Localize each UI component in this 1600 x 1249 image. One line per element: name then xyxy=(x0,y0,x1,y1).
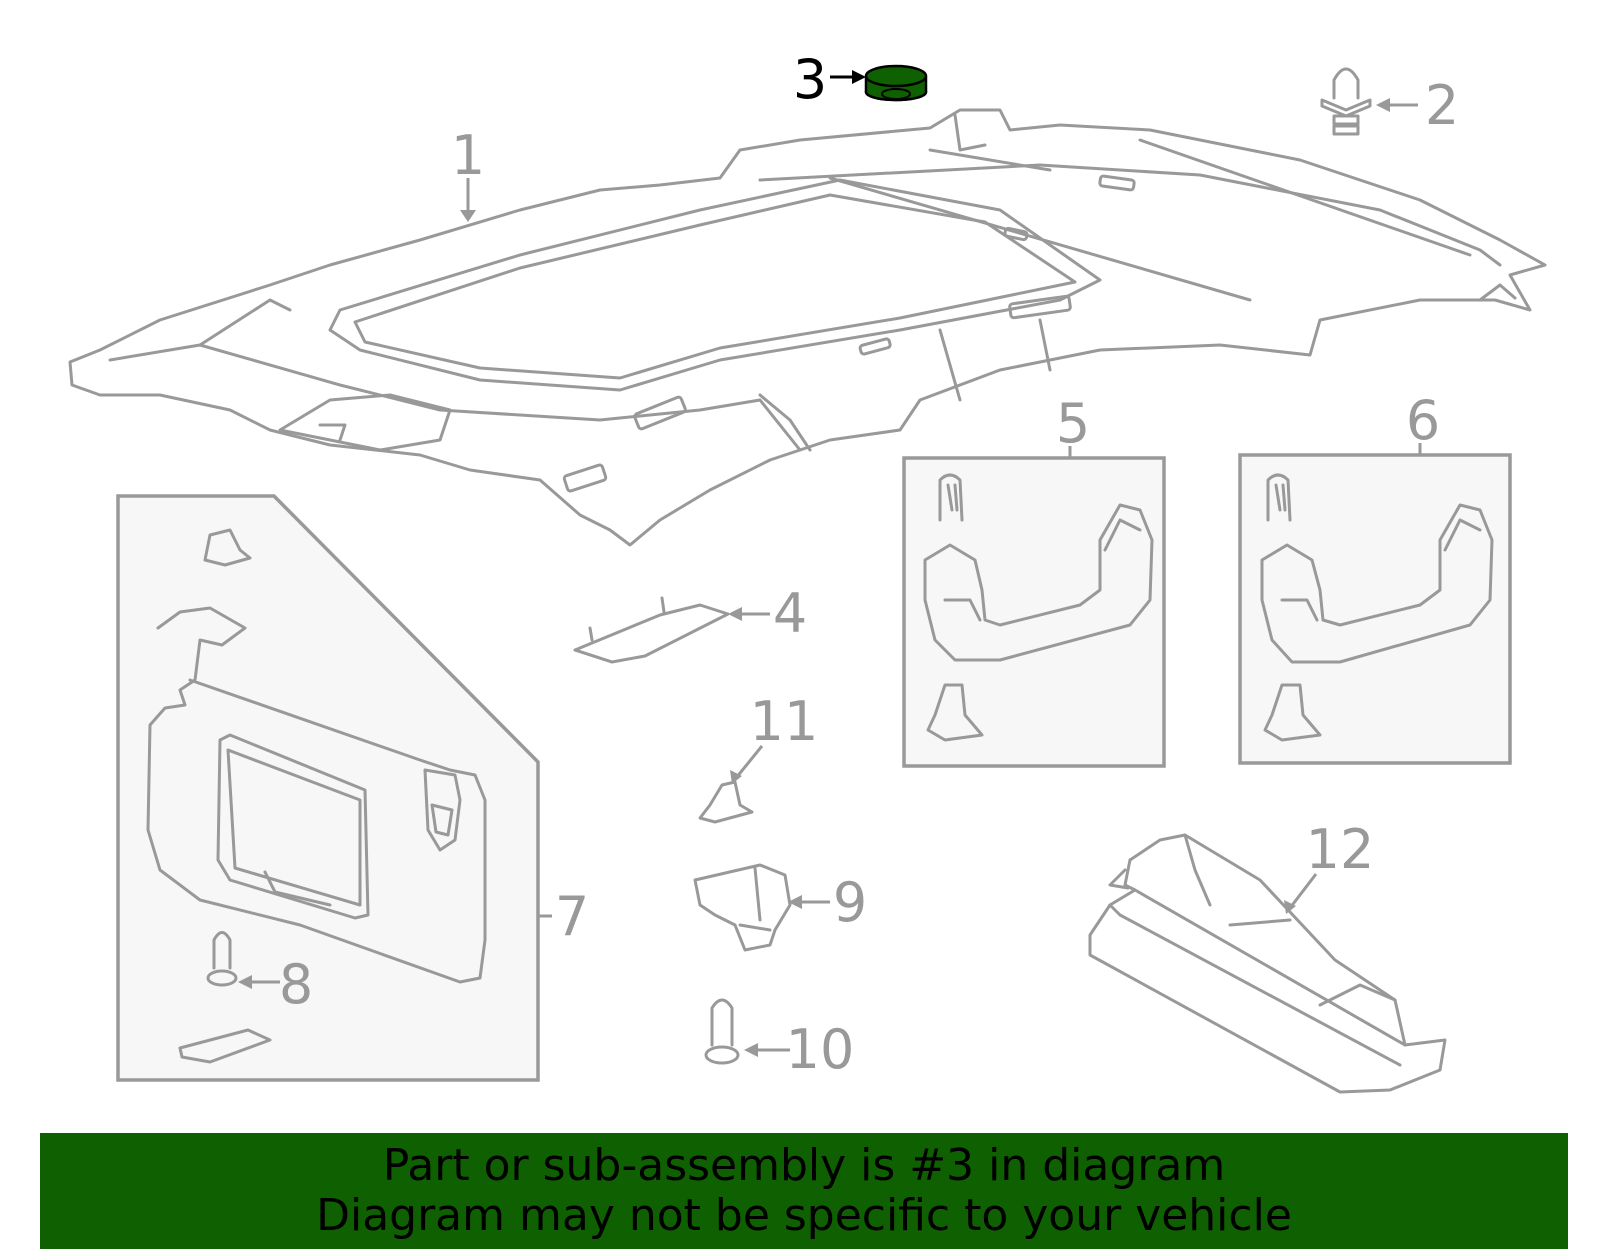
leader-4-arrowhead xyxy=(728,607,742,621)
callout-10[interactable]: 10 xyxy=(786,1018,855,1081)
callout-4[interactable]: 4 xyxy=(773,582,807,645)
panel-6 xyxy=(1238,453,1512,765)
banner-line-2: Diagram may not be specific to your vehi… xyxy=(316,1190,1292,1241)
panel-5 xyxy=(902,456,1166,768)
callout-3[interactable]: 3 xyxy=(793,48,827,111)
pin-part-8[interactable] xyxy=(206,931,238,987)
callout-5[interactable]: 5 xyxy=(1056,392,1090,455)
banner-line-1: Part or sub-assembly is #3 in diagram xyxy=(382,1140,1226,1191)
callout-9[interactable]: 9 xyxy=(833,871,867,934)
leader-12 xyxy=(1288,873,1318,909)
callout-1[interactable]: 1 xyxy=(451,124,485,187)
leader-1-arrowhead xyxy=(460,210,476,222)
headliner-part[interactable] xyxy=(68,108,1547,547)
callout-8[interactable]: 8 xyxy=(279,953,313,1016)
pin-part-10[interactable] xyxy=(704,998,740,1065)
cover-part-4[interactable] xyxy=(573,596,730,664)
plug-part-3[interactable] xyxy=(864,64,928,102)
leader-10-arrowhead xyxy=(744,1043,758,1057)
callout-6[interactable]: 6 xyxy=(1406,389,1440,452)
leader-8-arrowhead xyxy=(238,975,252,989)
leader-2-arrowhead xyxy=(1376,98,1390,112)
callout-11[interactable]: 11 xyxy=(750,690,819,753)
grab-handle-part-6[interactable] xyxy=(1260,473,1494,742)
callout-7[interactable]: 7 xyxy=(555,885,589,948)
leader-3-arrowhead xyxy=(852,70,866,84)
bracket-part-9[interactable] xyxy=(693,863,792,952)
callout-2[interactable]: 2 xyxy=(1425,74,1459,137)
sun-visor-part-7[interactable] xyxy=(146,528,487,984)
leader-11 xyxy=(734,745,764,779)
visor-clip-plate xyxy=(178,1028,272,1064)
grab-handle-part-5[interactable] xyxy=(923,473,1154,742)
clip-part-11[interactable] xyxy=(698,780,754,824)
leader-12-arrowhead xyxy=(1284,900,1296,914)
leader-9-arrowhead xyxy=(788,895,802,909)
console-part-12[interactable] xyxy=(1088,833,1447,1094)
callout-12[interactable]: 12 xyxy=(1306,818,1375,881)
part-info-banner: Part or sub-assembly is #3 in diagram Di… xyxy=(40,1133,1568,1249)
push-clip-part-2[interactable] xyxy=(1320,67,1372,136)
leader-11-arrowhead xyxy=(730,770,742,784)
